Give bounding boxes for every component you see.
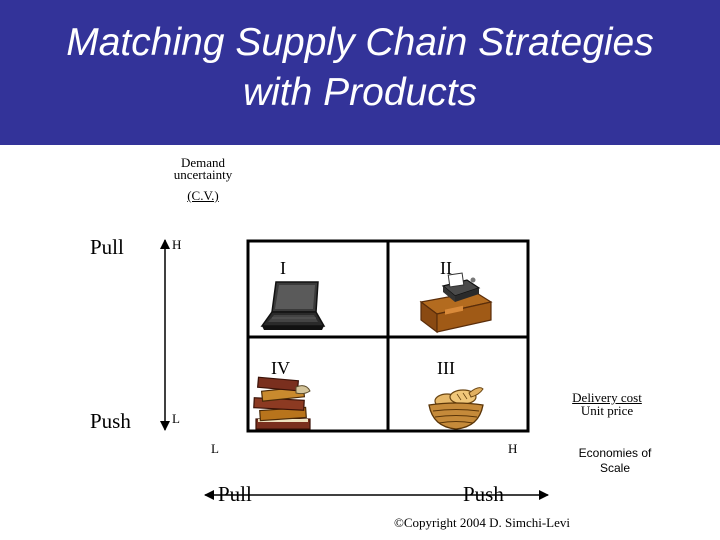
desk-typewriter-icon bbox=[415, 272, 497, 334]
x-axis-low: L bbox=[211, 442, 219, 455]
economies-note-line1: Economies of bbox=[568, 446, 662, 461]
y-axis-label-line2: uncertainty bbox=[170, 168, 236, 181]
laptop-icon bbox=[258, 280, 328, 334]
x-axis-label-line2: Unit price bbox=[565, 404, 649, 417]
y-axis-label-line3: (C.V.) bbox=[170, 189, 236, 202]
book-stack-icon bbox=[250, 375, 318, 431]
y-axis-low: L bbox=[172, 412, 180, 425]
copyright-notice: ©Copyright 2004 D. Simchi-Levi bbox=[394, 516, 570, 529]
bread-basket-icon bbox=[425, 383, 487, 431]
quadrant-label-iii: III bbox=[437, 359, 455, 377]
x-strategy-pull: Pull bbox=[218, 483, 252, 505]
economies-note-line2: Scale bbox=[568, 461, 662, 476]
quadrant-label-i: I bbox=[280, 259, 286, 277]
y-strategy-push: Push bbox=[90, 410, 131, 432]
x-axis-high: H bbox=[508, 442, 517, 455]
economies-of-scale-note: Economies of Scale bbox=[568, 446, 662, 476]
x-axis-label: Delivery cost Unit price bbox=[565, 391, 649, 417]
y-axis-high: H bbox=[172, 238, 181, 251]
y-strategy-pull: Pull bbox=[90, 236, 124, 258]
y-axis-label: Demand uncertainty (C.V.) bbox=[170, 156, 236, 202]
x-strategy-push: Push bbox=[463, 483, 504, 505]
